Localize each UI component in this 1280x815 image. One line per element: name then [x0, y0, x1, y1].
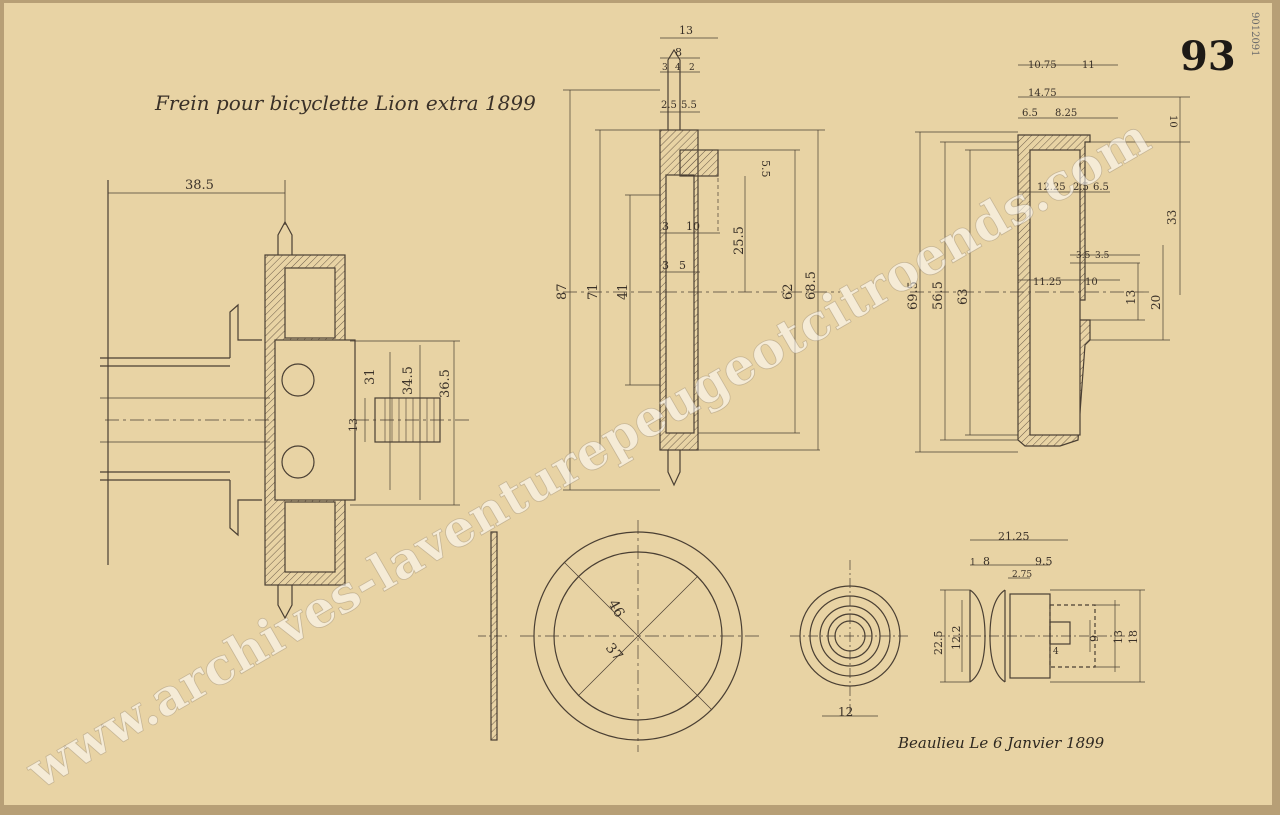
dim-disc-25-5: 25.5	[732, 226, 747, 255]
dim-drum-33: 33	[1165, 210, 1179, 225]
dim-disc-5: 5	[679, 259, 686, 272]
dim-drum-69-5: 69.5	[906, 281, 921, 310]
dim-disc-41: 41	[616, 283, 631, 300]
dim-pulley-12-2: 12.2	[950, 626, 963, 651]
dim-pulley-2-75: 2.75	[1012, 570, 1032, 580]
dim-drum-6-5: 6.5	[1022, 108, 1038, 119]
dim-drum-2-5: 2.5	[1073, 182, 1089, 193]
dim-hub-width: 38.5	[185, 178, 214, 193]
disc-side-view	[563, 37, 840, 491]
dim-drum-10a: 10	[1167, 115, 1178, 128]
dim-hub-34-5: 34.5	[401, 366, 416, 395]
drum-section-view	[910, 64, 1190, 453]
dim-drum-20: 20	[1149, 295, 1163, 310]
dim-disc-62: 62	[781, 283, 796, 300]
dim-drum-63: 63	[956, 288, 971, 305]
signature: Beaulieu Le 6 Janvier 1899	[897, 734, 1105, 752]
dim-disc-71: 71	[586, 283, 601, 300]
dim-pulley-4: 4	[1053, 647, 1059, 657]
dim-drum-10b: 10	[1085, 277, 1098, 288]
dim-pulley-13: 13	[1112, 630, 1125, 644]
dim-hub-36-5: 36.5	[438, 369, 453, 398]
dim-ring-46: 46	[605, 597, 628, 621]
dim-drum-6-5b: 6.5	[1093, 182, 1109, 193]
dim-disc-3c: 3	[662, 259, 669, 272]
ring-face-view	[520, 520, 760, 752]
dim-pulley-12: 12	[838, 705, 853, 719]
dim-drum-12-25: 12.25	[1037, 182, 1066, 193]
dim-disc-5-5: 5.5	[681, 100, 697, 111]
dim-hub-13: 13	[347, 418, 360, 432]
dim-disc-3b: 3	[662, 220, 669, 233]
hub-section-view	[100, 180, 470, 620]
dim-disc-8: 8	[675, 46, 682, 59]
dim-pulley-9-5: 9.5	[1035, 555, 1053, 568]
pulley-side-view	[935, 539, 1145, 683]
dim-drum-14-75: 14.75	[1028, 88, 1057, 99]
dim-pulley-1: 1	[970, 558, 976, 568]
dim-drum-3-5b: 3.5	[1095, 251, 1110, 261]
dim-pulley-9: 9	[1088, 635, 1101, 642]
drawing-title: Frein pour bicyclette Lion extra 1899	[154, 91, 536, 115]
dim-disc-13: 13	[679, 24, 693, 37]
dim-disc-3a: 3	[662, 63, 668, 73]
dim-drum-10-75: 10.75	[1028, 60, 1057, 71]
dim-drum-3-5a: 3.5	[1076, 251, 1091, 261]
dim-drum-8-25: 8.25	[1055, 108, 1077, 119]
dim-drum-13: 13	[1124, 290, 1138, 305]
dim-disc-2-5: 2.5	[661, 100, 677, 111]
pulley-face-view	[790, 560, 910, 717]
sheet-number: 93	[1180, 33, 1236, 80]
dim-hub-31: 31	[363, 368, 378, 385]
dim-disc-4: 4	[675, 63, 681, 73]
dim-pulley-21-25: 21.25	[998, 530, 1030, 543]
dim-pulley-8: 8	[983, 555, 990, 568]
dim-drum-56-5: 56.5	[931, 281, 946, 310]
dim-disc-5-5b: 5.5	[759, 160, 772, 178]
dim-disc-10: 10	[686, 220, 700, 233]
ring-edge-view	[478, 531, 510, 741]
archive-stamp: 9012091	[1249, 12, 1260, 57]
dim-drum-11: 11	[1082, 60, 1095, 71]
dim-drum-11-25: 11.25	[1033, 277, 1062, 288]
dim-disc-2: 2	[689, 63, 695, 73]
dim-disc-68-5: 68.5	[804, 271, 819, 300]
dim-pulley-22-5: 22.5	[932, 631, 945, 656]
dim-disc-87: 87	[555, 283, 570, 300]
dim-pulley-18: 18	[1127, 630, 1140, 644]
